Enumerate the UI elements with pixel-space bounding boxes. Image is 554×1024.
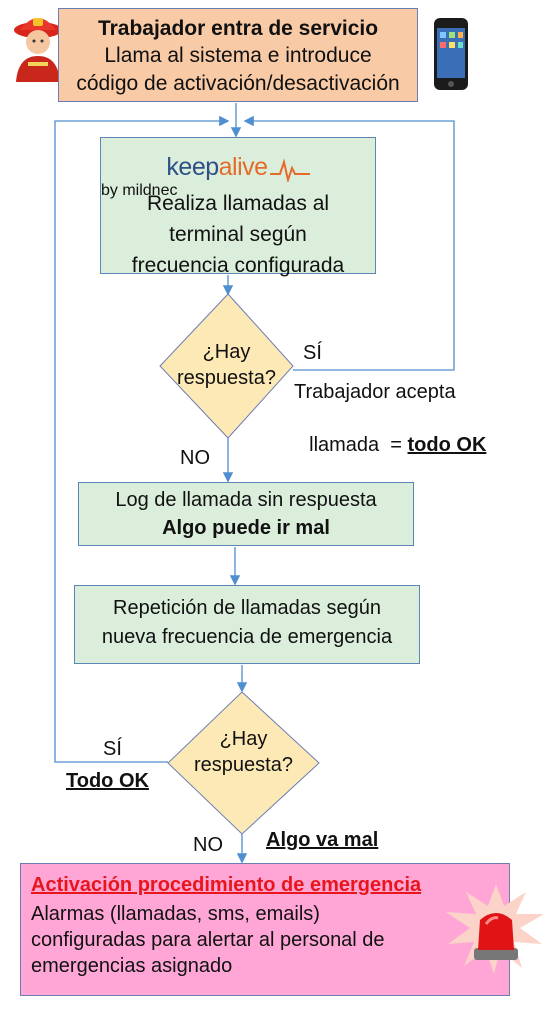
decision-diamond-2 bbox=[167, 691, 320, 835]
start-title: Trabajador entra de servicio bbox=[97, 17, 379, 40]
repeat-line-1: Repetición de llamadas según bbox=[113, 597, 381, 619]
logo-alive: alive bbox=[218, 153, 268, 181]
start-box: Trabajador entra de servicio Llama al si… bbox=[58, 8, 418, 102]
decision-1-note-prefix: llamada = bbox=[309, 434, 408, 456]
decision-1-line-1: ¿Hay bbox=[202, 341, 251, 363]
decision-2-no-label: NO bbox=[193, 834, 223, 856]
smartphone-icon bbox=[434, 18, 468, 90]
logo-tagline: by mildnec bbox=[101, 182, 178, 199]
log-line-2: Algo puede ir mal bbox=[162, 517, 330, 539]
decision-2-yes-label: SÍ bbox=[103, 738, 122, 760]
process-line-2: terminal según bbox=[169, 223, 307, 246]
decision-1-note-line-2: llamada = todo OK bbox=[298, 411, 486, 457]
process-line-3: frecuencia configurada bbox=[131, 254, 345, 277]
emergency-line-1: Alarmas (llamadas, sms, emails) bbox=[31, 903, 320, 925]
decision-1-line-2: respuesta? bbox=[177, 367, 276, 389]
start-line-2: Llama al sistema e introduce bbox=[104, 44, 372, 67]
process-line-1: Realiza llamadas al bbox=[146, 192, 330, 215]
emergency-box: Activación procedimiento de emergencia A… bbox=[20, 863, 510, 996]
emergency-body: Alarmas (llamadas, sms, emails) configur… bbox=[31, 901, 509, 979]
decision-2-no-note: Algo va mal bbox=[266, 829, 379, 851]
siren-icon bbox=[446, 884, 544, 974]
decision-1-text: ¿Hay respuesta? bbox=[160, 339, 293, 391]
decision-2-line-2: respuesta? bbox=[194, 754, 293, 776]
heartbeat-icon bbox=[269, 158, 310, 182]
emergency-title: Activación procedimiento de emergencia bbox=[31, 874, 422, 896]
repeat-box: Repetición de llamadas según nueva frecu… bbox=[74, 585, 420, 664]
emergency-line-3: emergencias asignado bbox=[31, 955, 233, 977]
log-box: Log de llamada sin respuesta Algo puede … bbox=[78, 482, 414, 546]
decision-2-yes-note: Todo OK bbox=[66, 770, 149, 792]
decision-1-note-line-1: Trabajador acepta bbox=[294, 381, 456, 403]
decision-diamond-1 bbox=[159, 293, 294, 439]
decision-2-line-1: ¿Hay bbox=[219, 728, 268, 750]
log-line-1: Log de llamada sin respuesta bbox=[115, 489, 377, 511]
logo-keep: keep bbox=[166, 153, 219, 181]
decision-1-no-label: NO bbox=[180, 447, 210, 469]
firefighter-icon bbox=[14, 18, 62, 82]
decision-2-text: ¿Hay respuesta? bbox=[168, 726, 319, 778]
repeat-line-2: nueva frecuencia de emergencia bbox=[101, 626, 393, 648]
start-line-3: código de activación/desactivación bbox=[76, 72, 400, 95]
decision-1-yes-label: SÍ bbox=[303, 342, 322, 364]
emergency-line-2: configuradas para alertar al personal de bbox=[31, 929, 385, 951]
process-text: Realiza llamadas al terminal según frecu… bbox=[101, 188, 375, 281]
decision-1-note-emph: todo OK bbox=[407, 434, 487, 456]
